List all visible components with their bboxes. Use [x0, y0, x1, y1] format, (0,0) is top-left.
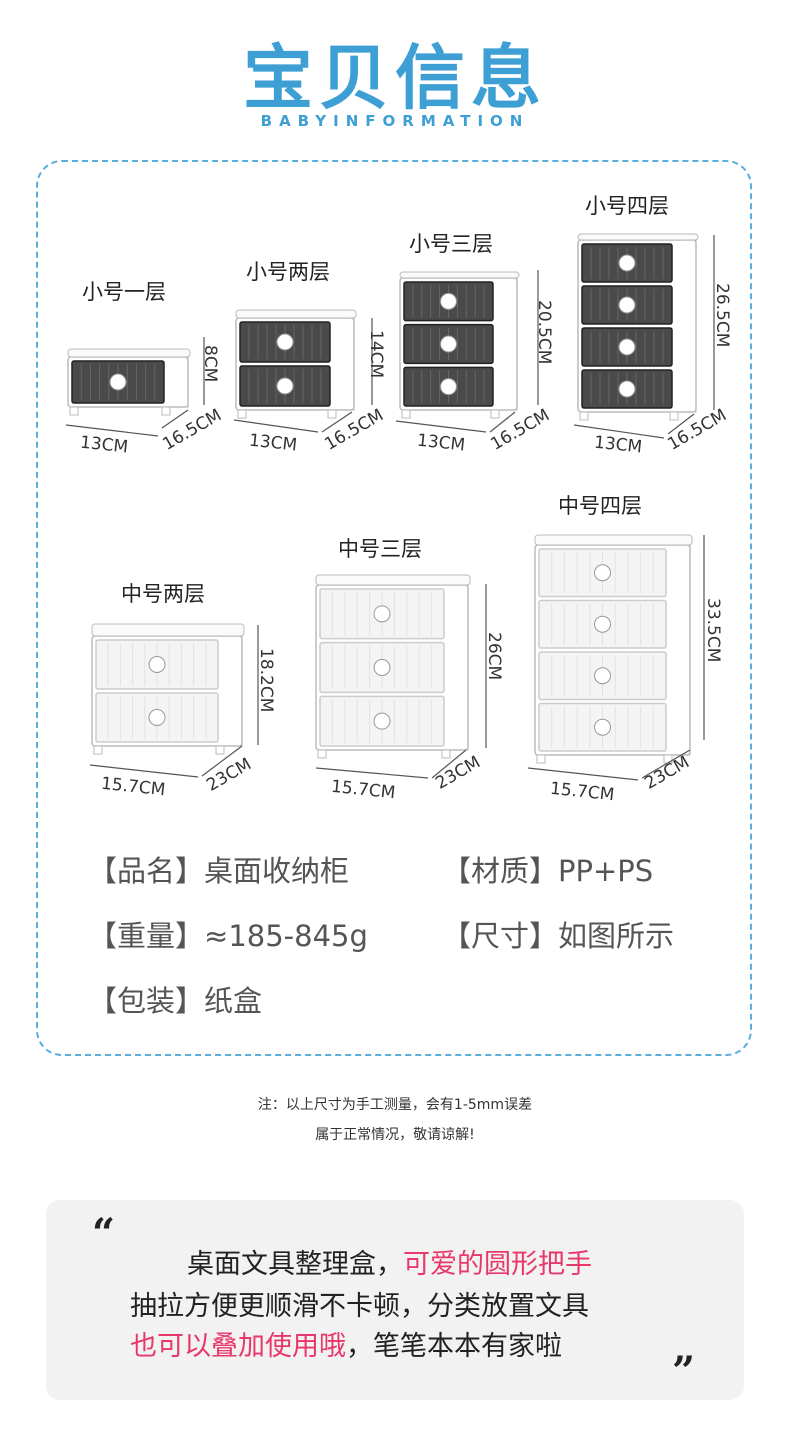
- cabinet-foot: [317, 749, 327, 759]
- dimension-line: [65, 424, 159, 437]
- height-label: 26CM: [484, 632, 504, 681]
- product-label: 小号一层: [82, 280, 166, 304]
- spec-name-key: 【品名】: [88, 854, 205, 888]
- quote-line-1-a: 桌面文具整理盒，: [187, 1249, 403, 1280]
- close-quote-icon: ”: [672, 1348, 696, 1395]
- height-label: 14CM: [366, 330, 386, 379]
- spec-weight: 【重量】≈185-845g: [88, 913, 368, 955]
- page-title: 宝贝信息: [243, 37, 547, 119]
- quote-box: [46, 1200, 744, 1400]
- dimension-line: [489, 411, 516, 433]
- drawer-knob: [148, 656, 166, 673]
- cabinet-foot: [579, 411, 589, 421]
- product-label: 中号四层: [558, 494, 642, 518]
- cabinet-top: [534, 534, 693, 546]
- height-label: 20.5CM: [534, 300, 554, 365]
- cabinet-foot: [536, 754, 546, 764]
- dimension-line: [321, 411, 353, 433]
- product-label: 小号三层: [409, 232, 493, 256]
- cabinet-foot: [93, 745, 103, 755]
- drawer-knob: [594, 615, 611, 633]
- quote-line-3-b: ，笔笔本本有家啦: [346, 1331, 562, 1362]
- dimension-line: [667, 413, 695, 435]
- page-subtitle: BABYINFORMATION: [260, 112, 530, 130]
- dimension-line: [573, 424, 665, 439]
- product-label: 中号三层: [338, 537, 422, 561]
- note-line-2: 属于正常情况，敬请谅解!: [315, 1127, 475, 1143]
- height-label: 8CM: [200, 345, 220, 383]
- cabinet-top: [577, 233, 699, 241]
- drawer-knob: [276, 377, 294, 395]
- spec-name: 【品名】桌面收纳柜: [88, 848, 349, 890]
- cabinet-foot: [669, 411, 679, 421]
- drawer-knob: [440, 335, 457, 353]
- spec-material-value: PP+PS: [558, 854, 654, 888]
- dimension-line: [89, 764, 199, 778]
- drawer-knob: [618, 254, 636, 272]
- height-label: 18.2CM: [256, 648, 276, 713]
- spec-package-key: 【包装】: [88, 984, 205, 1018]
- cabinet-foot: [441, 749, 451, 759]
- drawer-knob: [148, 709, 166, 726]
- spec-material-key: 【材质】: [442, 854, 559, 888]
- quote-line-3-a: 也可以叠加使用哦: [130, 1331, 346, 1362]
- cabinet-foot: [327, 409, 337, 419]
- dimension-line: [233, 419, 319, 433]
- dimension-line: [161, 409, 189, 429]
- drawer-knob: [373, 605, 391, 623]
- height-label: 26.5CM: [712, 283, 732, 348]
- dimension-line: [315, 767, 429, 779]
- dimension-line: [395, 420, 487, 433]
- product-label: 小号四层: [585, 194, 669, 218]
- cabinet-top: [315, 574, 471, 586]
- quote-line-1: 桌面文具整理盒，可爱的圆形把手: [187, 1242, 592, 1281]
- quote-line-3: 也可以叠加使用哦，笔笔本本有家啦: [130, 1324, 562, 1363]
- cabinet-foot: [215, 745, 225, 755]
- dimension-line: [527, 767, 639, 781]
- cabinet-top: [91, 623, 245, 637]
- spec-size: 【尺寸】如图所示: [442, 913, 674, 955]
- drawer-knob: [618, 296, 636, 314]
- quote-line-2: 抽拉方便更顺滑不卡顿，分类放置文具: [130, 1291, 589, 1322]
- drawer-knob: [373, 712, 391, 730]
- spec-weight-key: 【重量】: [88, 919, 205, 953]
- drawer-knob: [276, 333, 294, 351]
- drawer-knob: [109, 373, 127, 391]
- spec-size-value: 如图所示: [558, 919, 675, 953]
- drawer-knob: [440, 292, 457, 310]
- drawer-knob: [373, 659, 391, 676]
- open-quote-icon: “: [92, 1210, 116, 1257]
- spec-size-key: 【尺寸】: [442, 919, 559, 953]
- drawer-knob: [594, 564, 611, 582]
- drawer-knob: [594, 718, 611, 736]
- product-label: 小号两层: [246, 260, 330, 284]
- cabinet-top: [399, 271, 520, 279]
- cabinet-foot: [161, 406, 171, 416]
- dimension-line: [641, 749, 691, 779]
- drawer-knob: [594, 667, 611, 685]
- dimension-line: [431, 749, 467, 779]
- height-label: 33.5CM: [703, 598, 723, 663]
- spec-frame: [36, 160, 752, 1056]
- spec-name-value: 桌面收纳柜: [204, 854, 350, 888]
- drawer-knob: [440, 378, 457, 396]
- spec-package: 【包装】纸盒: [88, 978, 262, 1020]
- dimension-line: [201, 745, 243, 777]
- product-label: 中号两层: [121, 582, 205, 606]
- drawer-knob: [618, 338, 636, 356]
- note-line-1: 注：以上尺寸为手工测量，会有1-5mm误差: [257, 1097, 533, 1113]
- spec-material: 【材质】PP+PS: [442, 848, 653, 890]
- quote-line-1-b: 可爱的圆形把手: [403, 1249, 592, 1280]
- cabinet-foot: [237, 409, 247, 419]
- cabinet-foot: [69, 406, 79, 416]
- cabinet-top: [235, 309, 357, 319]
- product-illustrations: [65, 233, 715, 781]
- spec-weight-value: ≈185-845g: [204, 919, 368, 953]
- cabinet-top: [67, 348, 191, 358]
- spec-package-value: 纸盒: [204, 984, 263, 1018]
- cabinet-foot: [401, 409, 411, 419]
- cabinet-foot: [490, 409, 500, 419]
- drawer-knob: [618, 380, 636, 398]
